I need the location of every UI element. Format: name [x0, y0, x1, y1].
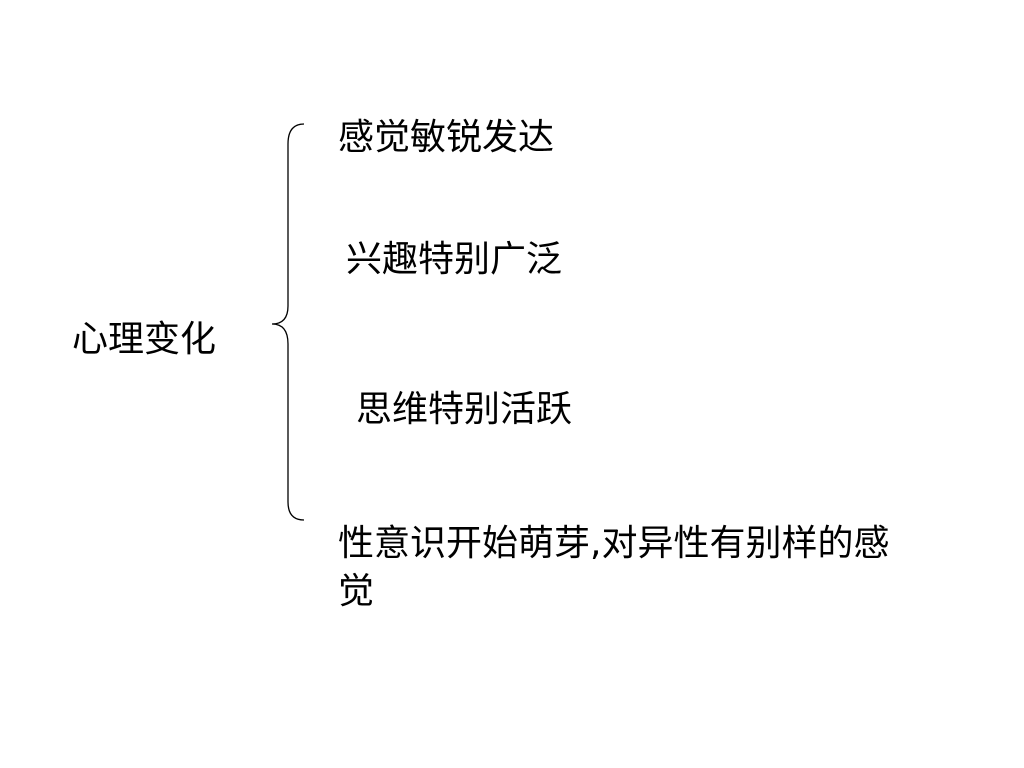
branch-item-4: 性意识开始萌芽,对异性有别样的感觉: [338, 523, 890, 612]
branch-item-3: 思维特别活跃: [356, 389, 573, 430]
root-node-label: 心理变化: [72, 319, 217, 360]
branch-item-1: 感觉敏锐发达: [338, 117, 555, 158]
brace-path: [271, 123, 305, 521]
branch-item-2: 兴趣特别广泛: [346, 239, 563, 280]
